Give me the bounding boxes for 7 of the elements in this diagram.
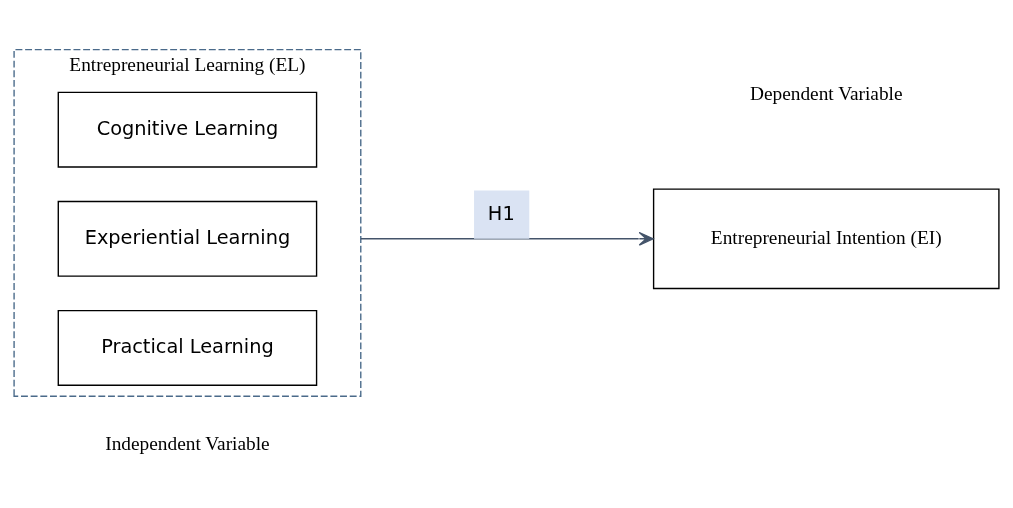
- label: Independent Variable: [105, 432, 270, 454]
- node-box: Experiential Learning: [57, 200, 318, 277]
- node-box: Cognitive Learning: [57, 91, 318, 168]
- label: Dependent Variable: [749, 83, 903, 105]
- node-box: Entrepreneurial Intention (EI): [652, 188, 1000, 290]
- edge-label: H1: [487, 202, 515, 226]
- node-box: Practical Learning: [57, 309, 318, 386]
